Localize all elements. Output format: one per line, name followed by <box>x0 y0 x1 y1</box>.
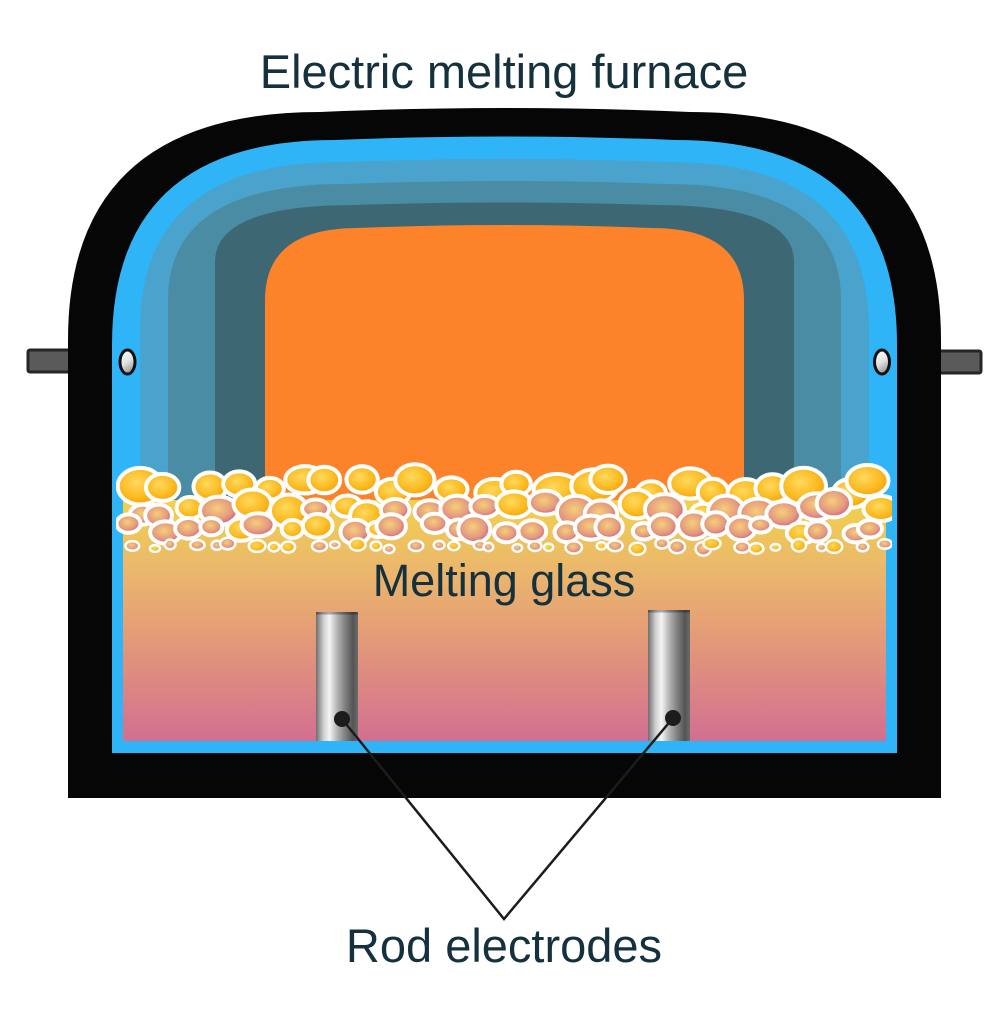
bubble <box>419 511 450 535</box>
bubble <box>143 471 182 503</box>
bubble <box>769 542 782 552</box>
bubble <box>456 513 493 546</box>
bubble <box>646 512 680 541</box>
bubble <box>511 542 524 553</box>
bubble <box>654 537 670 550</box>
bubble <box>447 540 461 552</box>
bubble <box>280 540 297 554</box>
bubble <box>407 539 425 553</box>
bubble <box>432 539 446 551</box>
bubble <box>527 539 543 553</box>
leader-dot-left <box>334 711 350 727</box>
bubble <box>148 543 162 554</box>
bubble <box>344 464 380 495</box>
bolt-hole-right <box>873 348 891 376</box>
leader-lines <box>341 717 674 921</box>
mounting-pin-right <box>934 349 983 375</box>
bubble <box>198 516 225 538</box>
bubble <box>494 489 534 520</box>
bubble <box>492 521 521 545</box>
leader-dot-right <box>665 710 681 726</box>
bubble <box>124 539 141 552</box>
bubble <box>310 539 329 553</box>
bubble <box>700 510 732 538</box>
bubble <box>667 539 687 555</box>
bubble <box>369 540 383 552</box>
bubble <box>374 512 408 541</box>
bubble <box>163 538 177 551</box>
bubble <box>593 513 625 541</box>
bubble <box>856 518 884 540</box>
rod-electrodes-label: Rod electrodes <box>346 919 662 972</box>
bubble <box>814 487 854 520</box>
bottom-lining-strip <box>112 741 897 753</box>
batch-bubbles <box>116 462 892 557</box>
bubble <box>628 541 647 557</box>
bubble <box>267 541 281 553</box>
bubble <box>306 464 343 496</box>
melting-glass-label: Melting glass <box>373 555 636 606</box>
bubble <box>239 511 277 539</box>
bubble <box>790 537 808 553</box>
bubble <box>803 519 832 544</box>
bubble <box>733 540 751 555</box>
bubble <box>382 543 396 555</box>
bubble <box>595 540 608 551</box>
bubble <box>747 542 765 555</box>
bubble <box>516 518 549 545</box>
bubble <box>482 541 495 553</box>
bubble <box>300 512 335 540</box>
bubble <box>116 512 143 535</box>
bubble <box>844 463 891 499</box>
diagram-title: Electric melting furnace <box>260 45 748 98</box>
bubble <box>218 536 237 551</box>
bubble <box>702 536 722 551</box>
bubble <box>393 462 437 498</box>
bubble <box>542 542 555 553</box>
bubble <box>564 540 584 555</box>
bubble <box>189 538 206 552</box>
bubble <box>588 463 628 495</box>
bubble <box>279 518 306 540</box>
bubble <box>328 539 341 550</box>
bubble <box>606 539 624 553</box>
bubble <box>855 541 870 553</box>
bubble <box>824 539 844 555</box>
bubble <box>876 537 892 551</box>
bubble <box>348 537 367 552</box>
bolt-hole-left <box>118 348 137 376</box>
bubble <box>173 516 204 541</box>
bubble <box>861 494 892 523</box>
mounting-pin-left <box>26 348 74 374</box>
bubble <box>748 515 774 535</box>
bubble <box>247 538 267 554</box>
